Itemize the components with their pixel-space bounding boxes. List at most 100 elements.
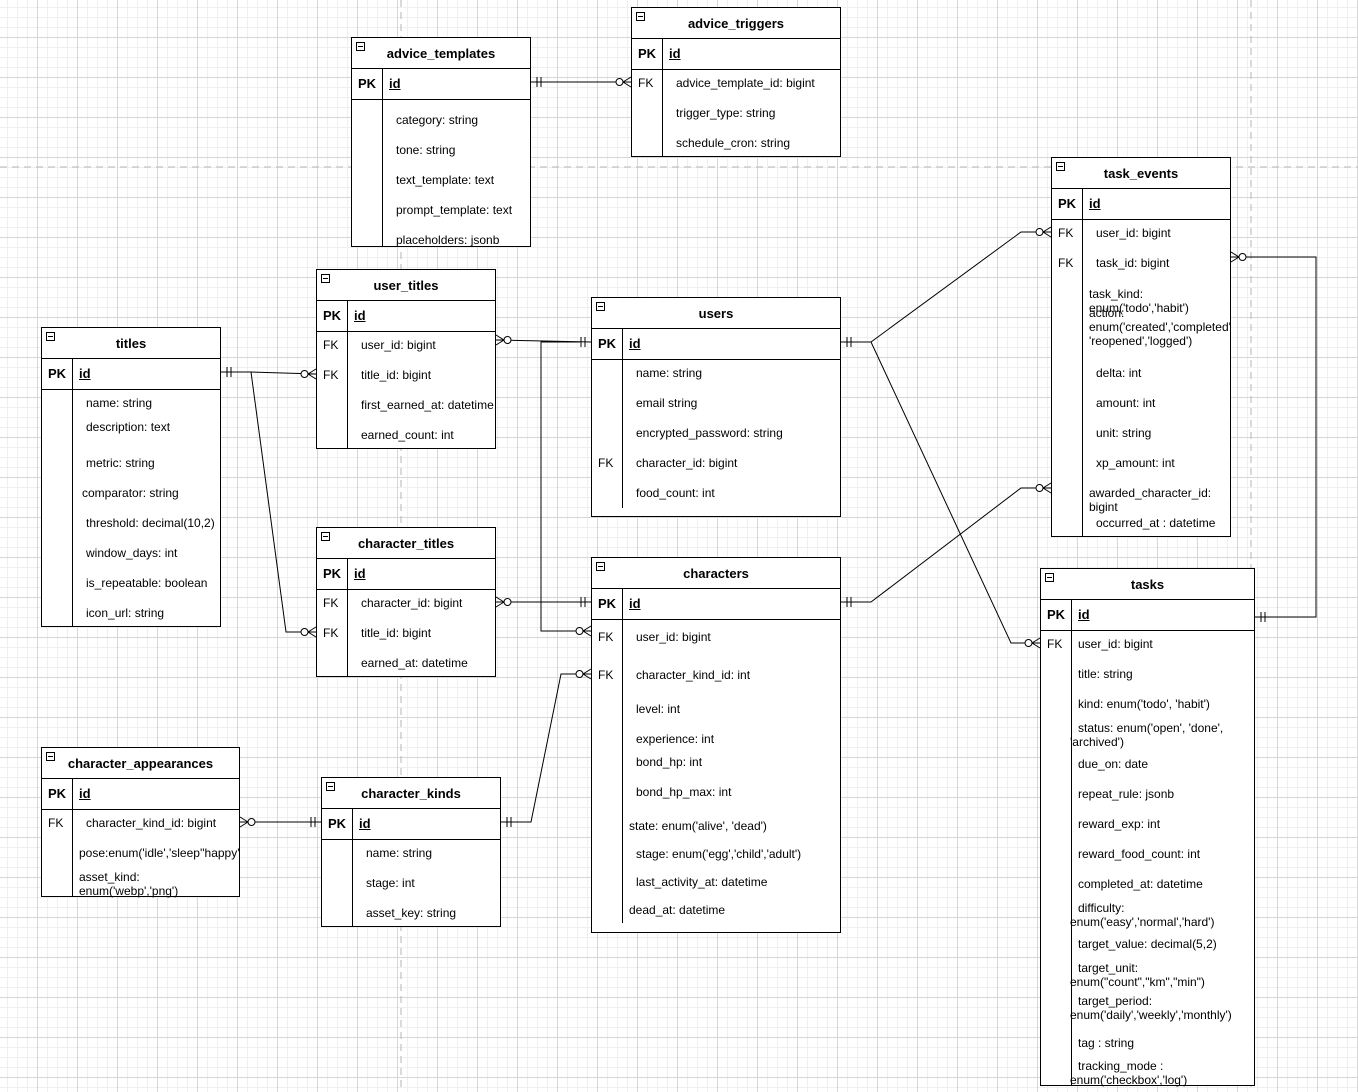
entity-header[interactable]: tasks bbox=[1041, 569, 1254, 600]
field-row[interactable]: window_days: int bbox=[42, 546, 222, 576]
field-row[interactable]: text_template: text bbox=[352, 173, 532, 203]
field-row[interactable]: kind: enum('todo', 'habit') bbox=[1041, 697, 1256, 727]
field-row[interactable]: prompt_template: text bbox=[352, 203, 532, 233]
entity-header[interactable]: character_appearances bbox=[42, 748, 239, 779]
field-row[interactable]: icon_url: string bbox=[42, 606, 222, 636]
collapse-icon[interactable] bbox=[356, 42, 365, 51]
field-row[interactable]: tag : string bbox=[1041, 1036, 1256, 1066]
field-row[interactable]: trigger_type: string bbox=[632, 106, 842, 136]
field-row[interactable]: task_kind:enum('todo','habit') bbox=[1052, 287, 1232, 317]
field-row[interactable]: description: text bbox=[42, 420, 222, 450]
field-row[interactable]: level: int bbox=[592, 702, 842, 732]
field-row[interactable]: stage: enum('egg','child','adult') bbox=[592, 847, 842, 877]
field-row[interactable]: comparator: string bbox=[42, 486, 222, 516]
field-row[interactable]: experience: int bbox=[592, 732, 842, 762]
field-row[interactable]: target_value: decimal(5,2) bbox=[1041, 937, 1256, 967]
field-row[interactable]: schedule_cron: string bbox=[632, 136, 842, 166]
collapse-icon[interactable] bbox=[326, 782, 335, 791]
entity-header[interactable]: user_titles bbox=[317, 270, 495, 301]
collapse-icon[interactable] bbox=[321, 274, 330, 283]
field-row[interactable]: reward_food_count: int bbox=[1041, 847, 1256, 877]
collapse-icon[interactable] bbox=[1056, 162, 1065, 171]
field-row[interactable]: title: string bbox=[1041, 667, 1256, 697]
collapse-icon[interactable] bbox=[596, 302, 605, 311]
field-row[interactable]: xp_amount: int bbox=[1052, 456, 1232, 486]
collapse-icon[interactable] bbox=[596, 562, 605, 571]
field-row[interactable]: tone: string bbox=[352, 143, 532, 173]
field-row[interactable]: earned_at: datetime bbox=[317, 656, 497, 686]
field-row[interactable]: earned_count: int bbox=[317, 428, 497, 458]
collapse-icon[interactable] bbox=[636, 12, 645, 21]
field-row[interactable]: last_activity_at: datetime bbox=[592, 875, 842, 905]
field-row[interactable]: first_earned_at: datetime bbox=[317, 398, 497, 428]
collapse-icon[interactable] bbox=[321, 532, 330, 541]
field-row[interactable]: tracking_mode :enum('checkbox','log') bbox=[1041, 1059, 1256, 1089]
entity-header[interactable]: character_kinds bbox=[322, 778, 500, 809]
entity-header[interactable]: advice_templates bbox=[352, 38, 530, 69]
field-row[interactable]: unit: string bbox=[1052, 426, 1232, 456]
collapse-icon[interactable] bbox=[1045, 573, 1054, 582]
field-row[interactable]: food_count: int bbox=[592, 486, 842, 516]
field-row[interactable]: status: enum('open', 'done','archived') bbox=[1041, 721, 1256, 751]
field-row[interactable]: email string bbox=[592, 396, 842, 426]
entity-header[interactable]: task_events bbox=[1052, 158, 1230, 189]
field-row[interactable]: reward_exp: int bbox=[1041, 817, 1256, 847]
field-row[interactable]: name: string bbox=[322, 846, 502, 876]
field-row[interactable]: completed_at: datetime bbox=[1041, 877, 1256, 907]
field-row[interactable]: placeholders: jsonb bbox=[352, 233, 532, 263]
field-row[interactable]: difficulty:enum('easy','normal','hard') bbox=[1041, 901, 1256, 931]
field-row[interactable]: bond_hp_max: int bbox=[592, 785, 842, 815]
field-row[interactable]: repeat_rule: jsonb bbox=[1041, 787, 1256, 817]
collapse-icon[interactable] bbox=[46, 332, 55, 341]
entity-header[interactable]: characters bbox=[592, 558, 840, 589]
field-row[interactable]: dead_at: datetime bbox=[592, 903, 842, 933]
entity-header[interactable]: character_titles bbox=[317, 528, 495, 559]
field-row[interactable]: target_period:enum('daily','weekly','mon… bbox=[1041, 994, 1256, 1024]
field-row[interactable]: stage: int bbox=[322, 876, 502, 906]
field-row[interactable]: amount: int bbox=[1052, 396, 1232, 426]
field-row[interactable]: asset_kind:enum('webp','png') bbox=[42, 870, 241, 900]
field-row[interactable]: is_repeatable: boolean bbox=[42, 576, 222, 606]
field-row[interactable]: bond_hp: int bbox=[592, 755, 842, 785]
collapse-icon[interactable] bbox=[46, 752, 55, 761]
field-row[interactable]: name: string bbox=[592, 366, 842, 396]
field-row[interactable]: state: enum('alive', 'dead') bbox=[592, 819, 842, 849]
field-row[interactable]: awarded_character_id:bigint bbox=[1052, 486, 1232, 516]
field-row[interactable]: asset_key: string bbox=[322, 906, 502, 936]
field-row[interactable]: occurred_at : datetime bbox=[1052, 516, 1232, 546]
field-row[interactable]: pose:enum('idle','sleep''happy' bbox=[42, 846, 241, 876]
field-row[interactable]: delta: int bbox=[1052, 366, 1232, 396]
field-row[interactable]: due_on: date bbox=[1041, 757, 1256, 787]
field-row[interactable]: target_unit:enum("count","km","min") bbox=[1041, 961, 1256, 991]
entity-header[interactable]: users bbox=[592, 298, 840, 329]
field-row[interactable]: encrypted_password: string bbox=[592, 426, 842, 456]
field-row[interactable]: name: string bbox=[42, 396, 222, 426]
